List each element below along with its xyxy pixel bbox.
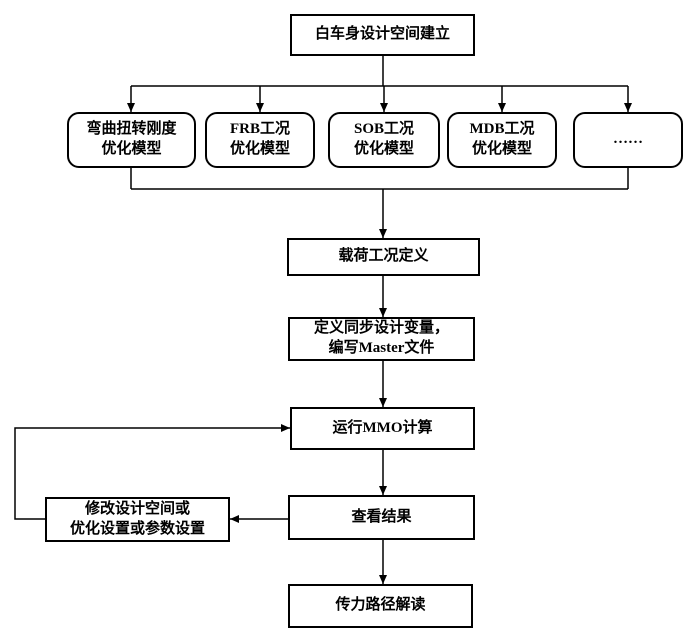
node-frb-model: FRB工况 优化模型 <box>205 112 315 168</box>
node-label-line2: 优化设置或参数设置 <box>69 520 205 537</box>
node-force-path-interpretation: 传力路径解读 <box>288 584 473 628</box>
node-label-line2: 优化模型 <box>101 141 162 157</box>
node-label-line1: 定义同步设计变量， <box>313 320 449 337</box>
node-load-case-definition: 载荷工况定义 <box>287 238 480 276</box>
node-label: 查看结果 <box>351 508 412 525</box>
node-label-line2: 优化模型 <box>229 141 290 157</box>
node-label-line1: 修改设计空间或 <box>84 500 190 517</box>
node-mdb-model: MDB工况 优化模型 <box>447 112 557 168</box>
node-label-line2: 编写Master文件 <box>328 340 435 356</box>
node-label-line1: 弯曲扭转刚度 <box>86 121 177 138</box>
node-label-line2: 优化模型 <box>471 141 532 157</box>
node-define-sync-variables: 定义同步设计变量， 编写Master文件 <box>288 317 475 361</box>
node-label: 运行MMO计算 <box>332 419 433 436</box>
node-sob-model: SOB工况 优化模型 <box>328 112 440 168</box>
node-label-line1: FRB工况 <box>229 121 290 138</box>
node-label: 载荷工况定义 <box>338 248 429 265</box>
node-run-mmo: 运行MMO计算 <box>290 407 475 450</box>
node-label-line1: SOB工况 <box>353 121 414 138</box>
node-modify-settings: 修改设计空间或 优化设置或参数设置 <box>45 497 230 542</box>
node-label: 白车身设计空间建立 <box>314 26 450 43</box>
node-label: 传力路径解读 <box>335 597 426 614</box>
node-label-line1: MDB工况 <box>469 121 535 138</box>
node-bend-torsion-stiffness-model: 弯曲扭转刚度 优化模型 <box>67 112 196 168</box>
connector-modify-to-run <box>14 424 290 520</box>
node-label-line2: 优化模型 <box>353 141 414 157</box>
node-design-space: 白车身设计空间建立 <box>290 14 475 56</box>
node-ellipsis-model: …… <box>573 112 683 168</box>
node-label: …… <box>613 131 643 148</box>
node-view-results: 查看结果 <box>288 495 475 540</box>
